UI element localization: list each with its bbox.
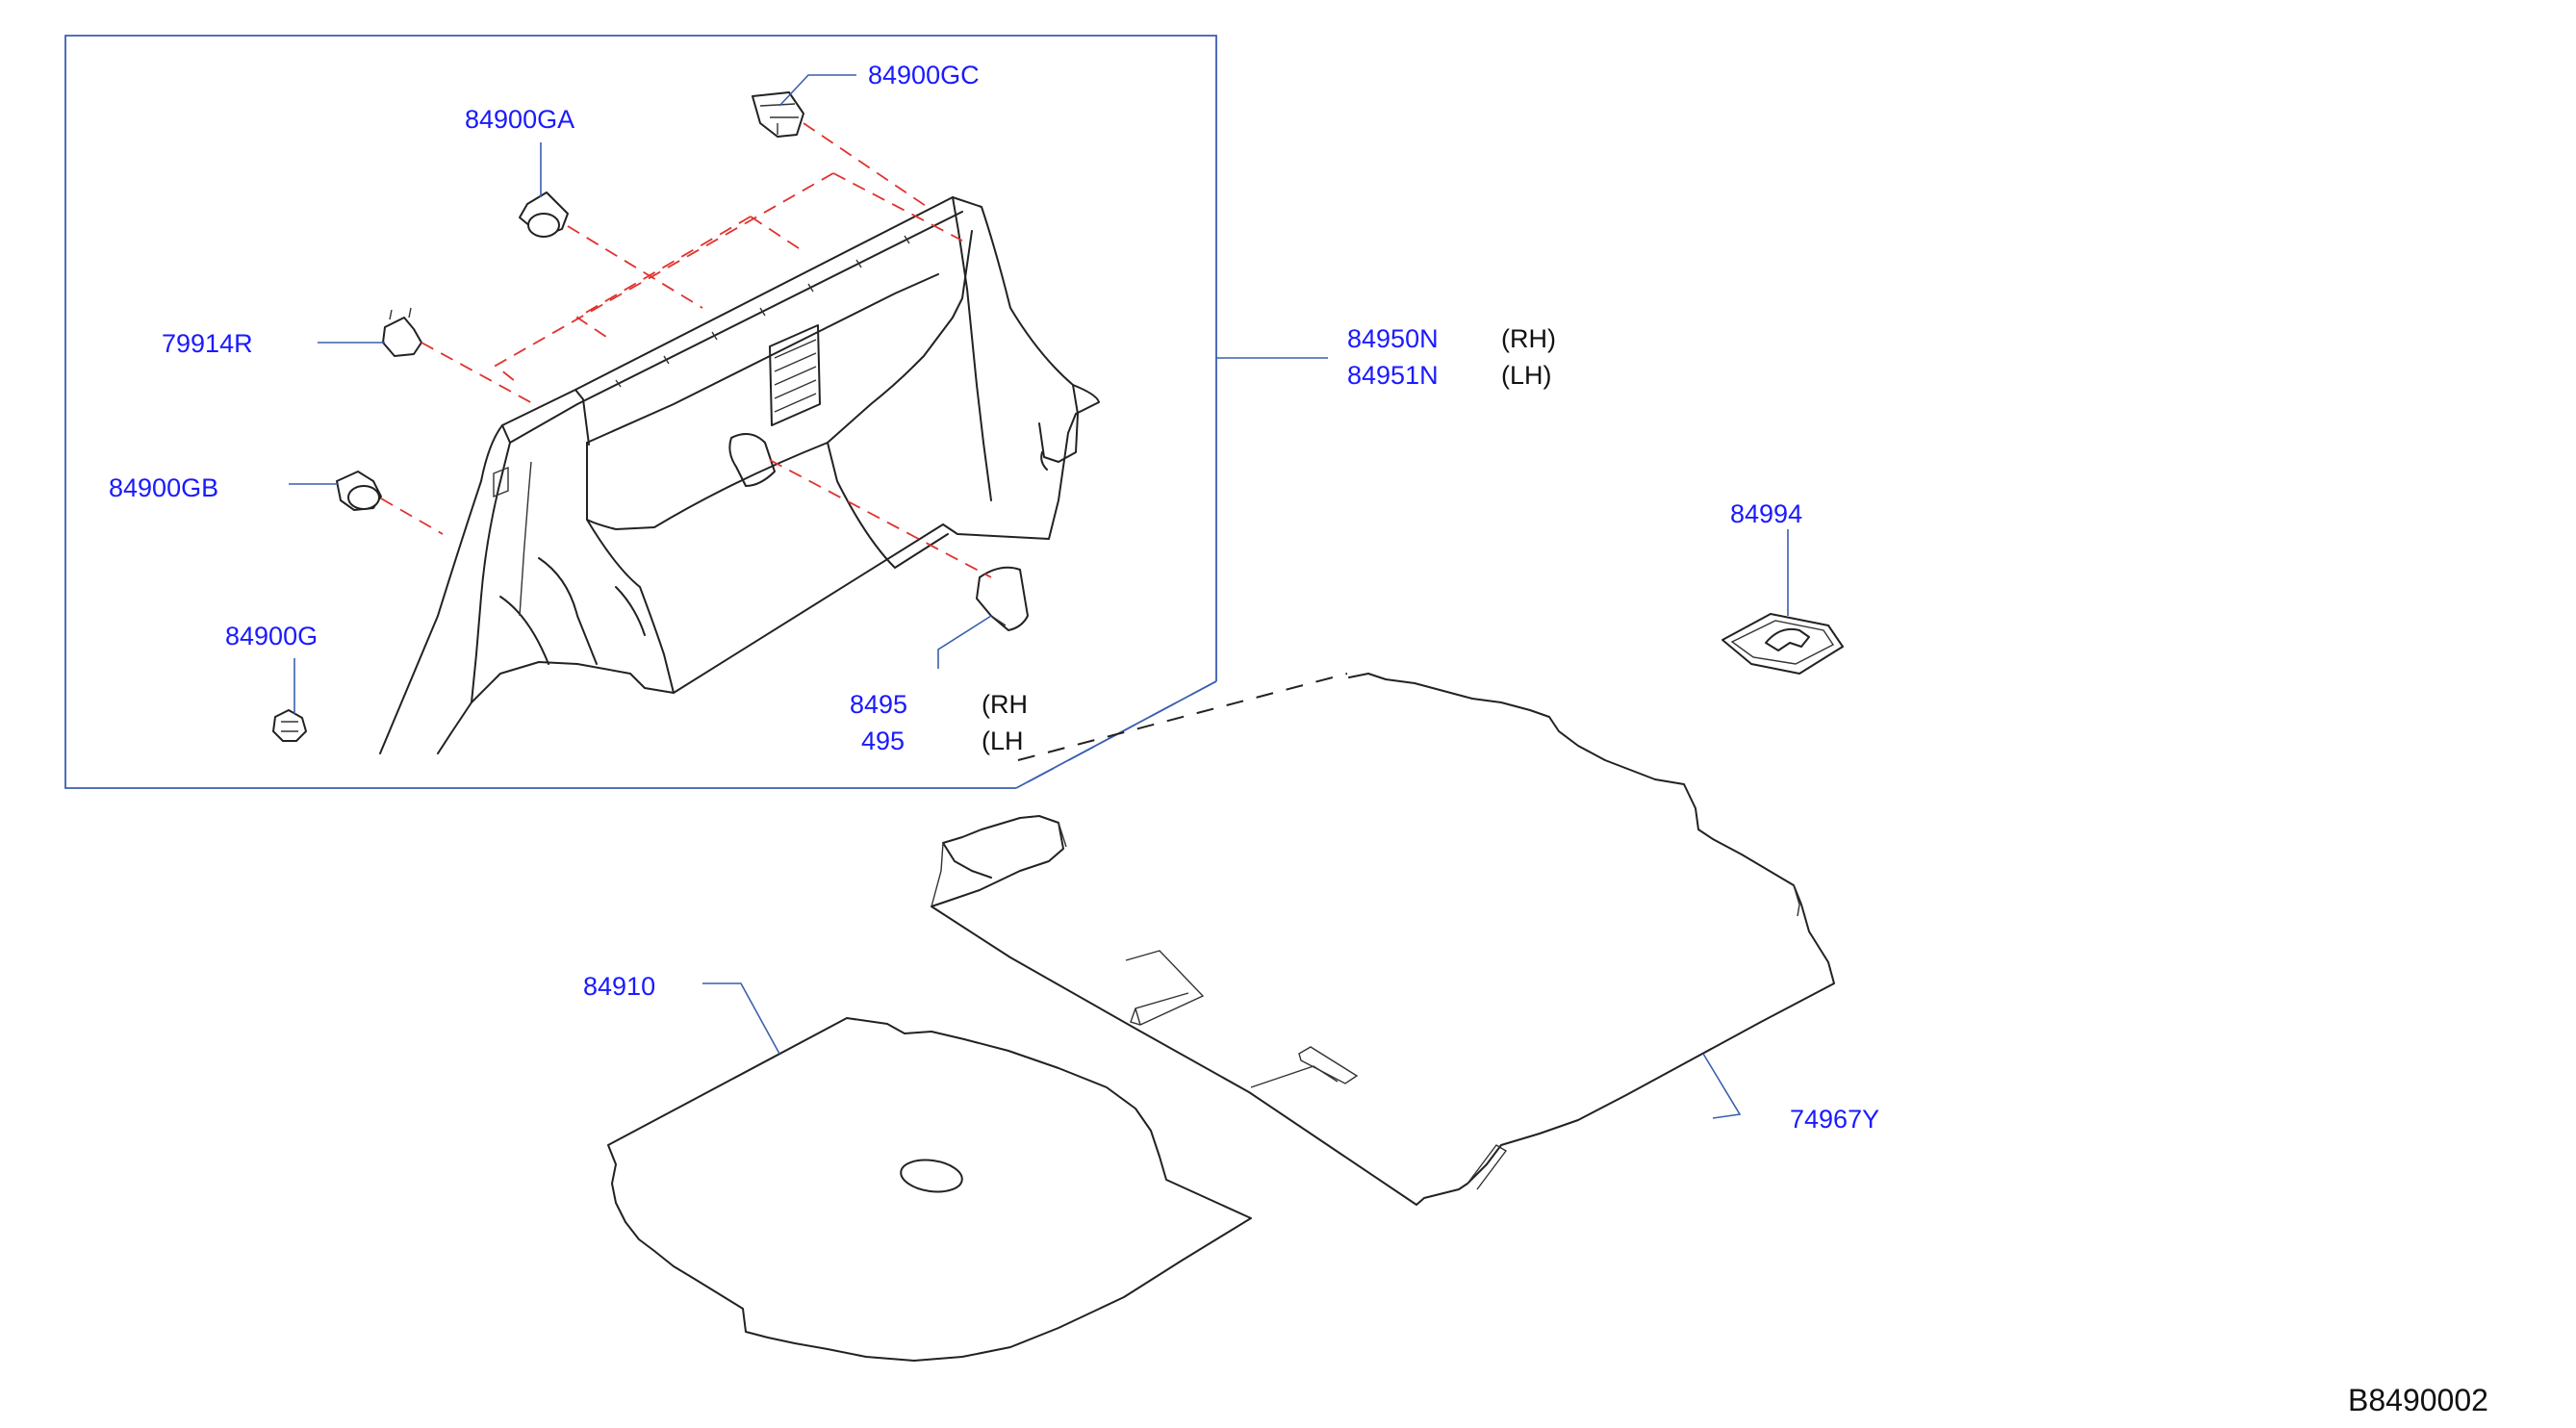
label-84959-partial: 495: [861, 727, 905, 755]
label-84951n: 84951N: [1347, 361, 1439, 390]
clip-84900ga: [519, 191, 569, 238]
label-84900gc: 84900GC: [868, 61, 980, 89]
assembly-lines: [380, 122, 992, 578]
diagram-code: B8490002: [2348, 1383, 2488, 1417]
clip-84900g: [272, 709, 307, 742]
clip-84900gc: [752, 91, 804, 138]
label-84900g: 84900G: [225, 622, 318, 650]
clip-84900gb: [336, 471, 382, 511]
leader-lines: [289, 74, 1789, 1119]
label-84994: 84994: [1730, 499, 1802, 528]
label-84950n-side: (RH): [1501, 324, 1556, 353]
clip-79914r: [382, 307, 422, 357]
hidden-edge: [1017, 673, 1348, 761]
spare-tire-mat: [607, 1017, 1252, 1362]
cover-cap: [976, 566, 1029, 631]
label-84959-side: (LH: [982, 727, 1024, 755]
label-84910: 84910: [583, 972, 655, 1001]
label-84951n-side: (LH): [1501, 361, 1552, 390]
label-84958-side: (RH: [982, 690, 1028, 719]
label-84900gb: 84900GB: [109, 473, 218, 502]
label-74967y: 74967Y: [1790, 1105, 1879, 1134]
side-trim-panel: [379, 196, 1100, 754]
floor-mat: [931, 673, 1835, 1206]
label-84950n: 84950N: [1347, 324, 1439, 353]
assembly-group-box: [64, 35, 1217, 789]
label-84900ga: 84900GA: [465, 105, 574, 134]
label-84958-partial: 8495: [850, 690, 907, 719]
label-79914r: 79914R: [162, 329, 253, 358]
hook-84994: [1722, 613, 1844, 675]
